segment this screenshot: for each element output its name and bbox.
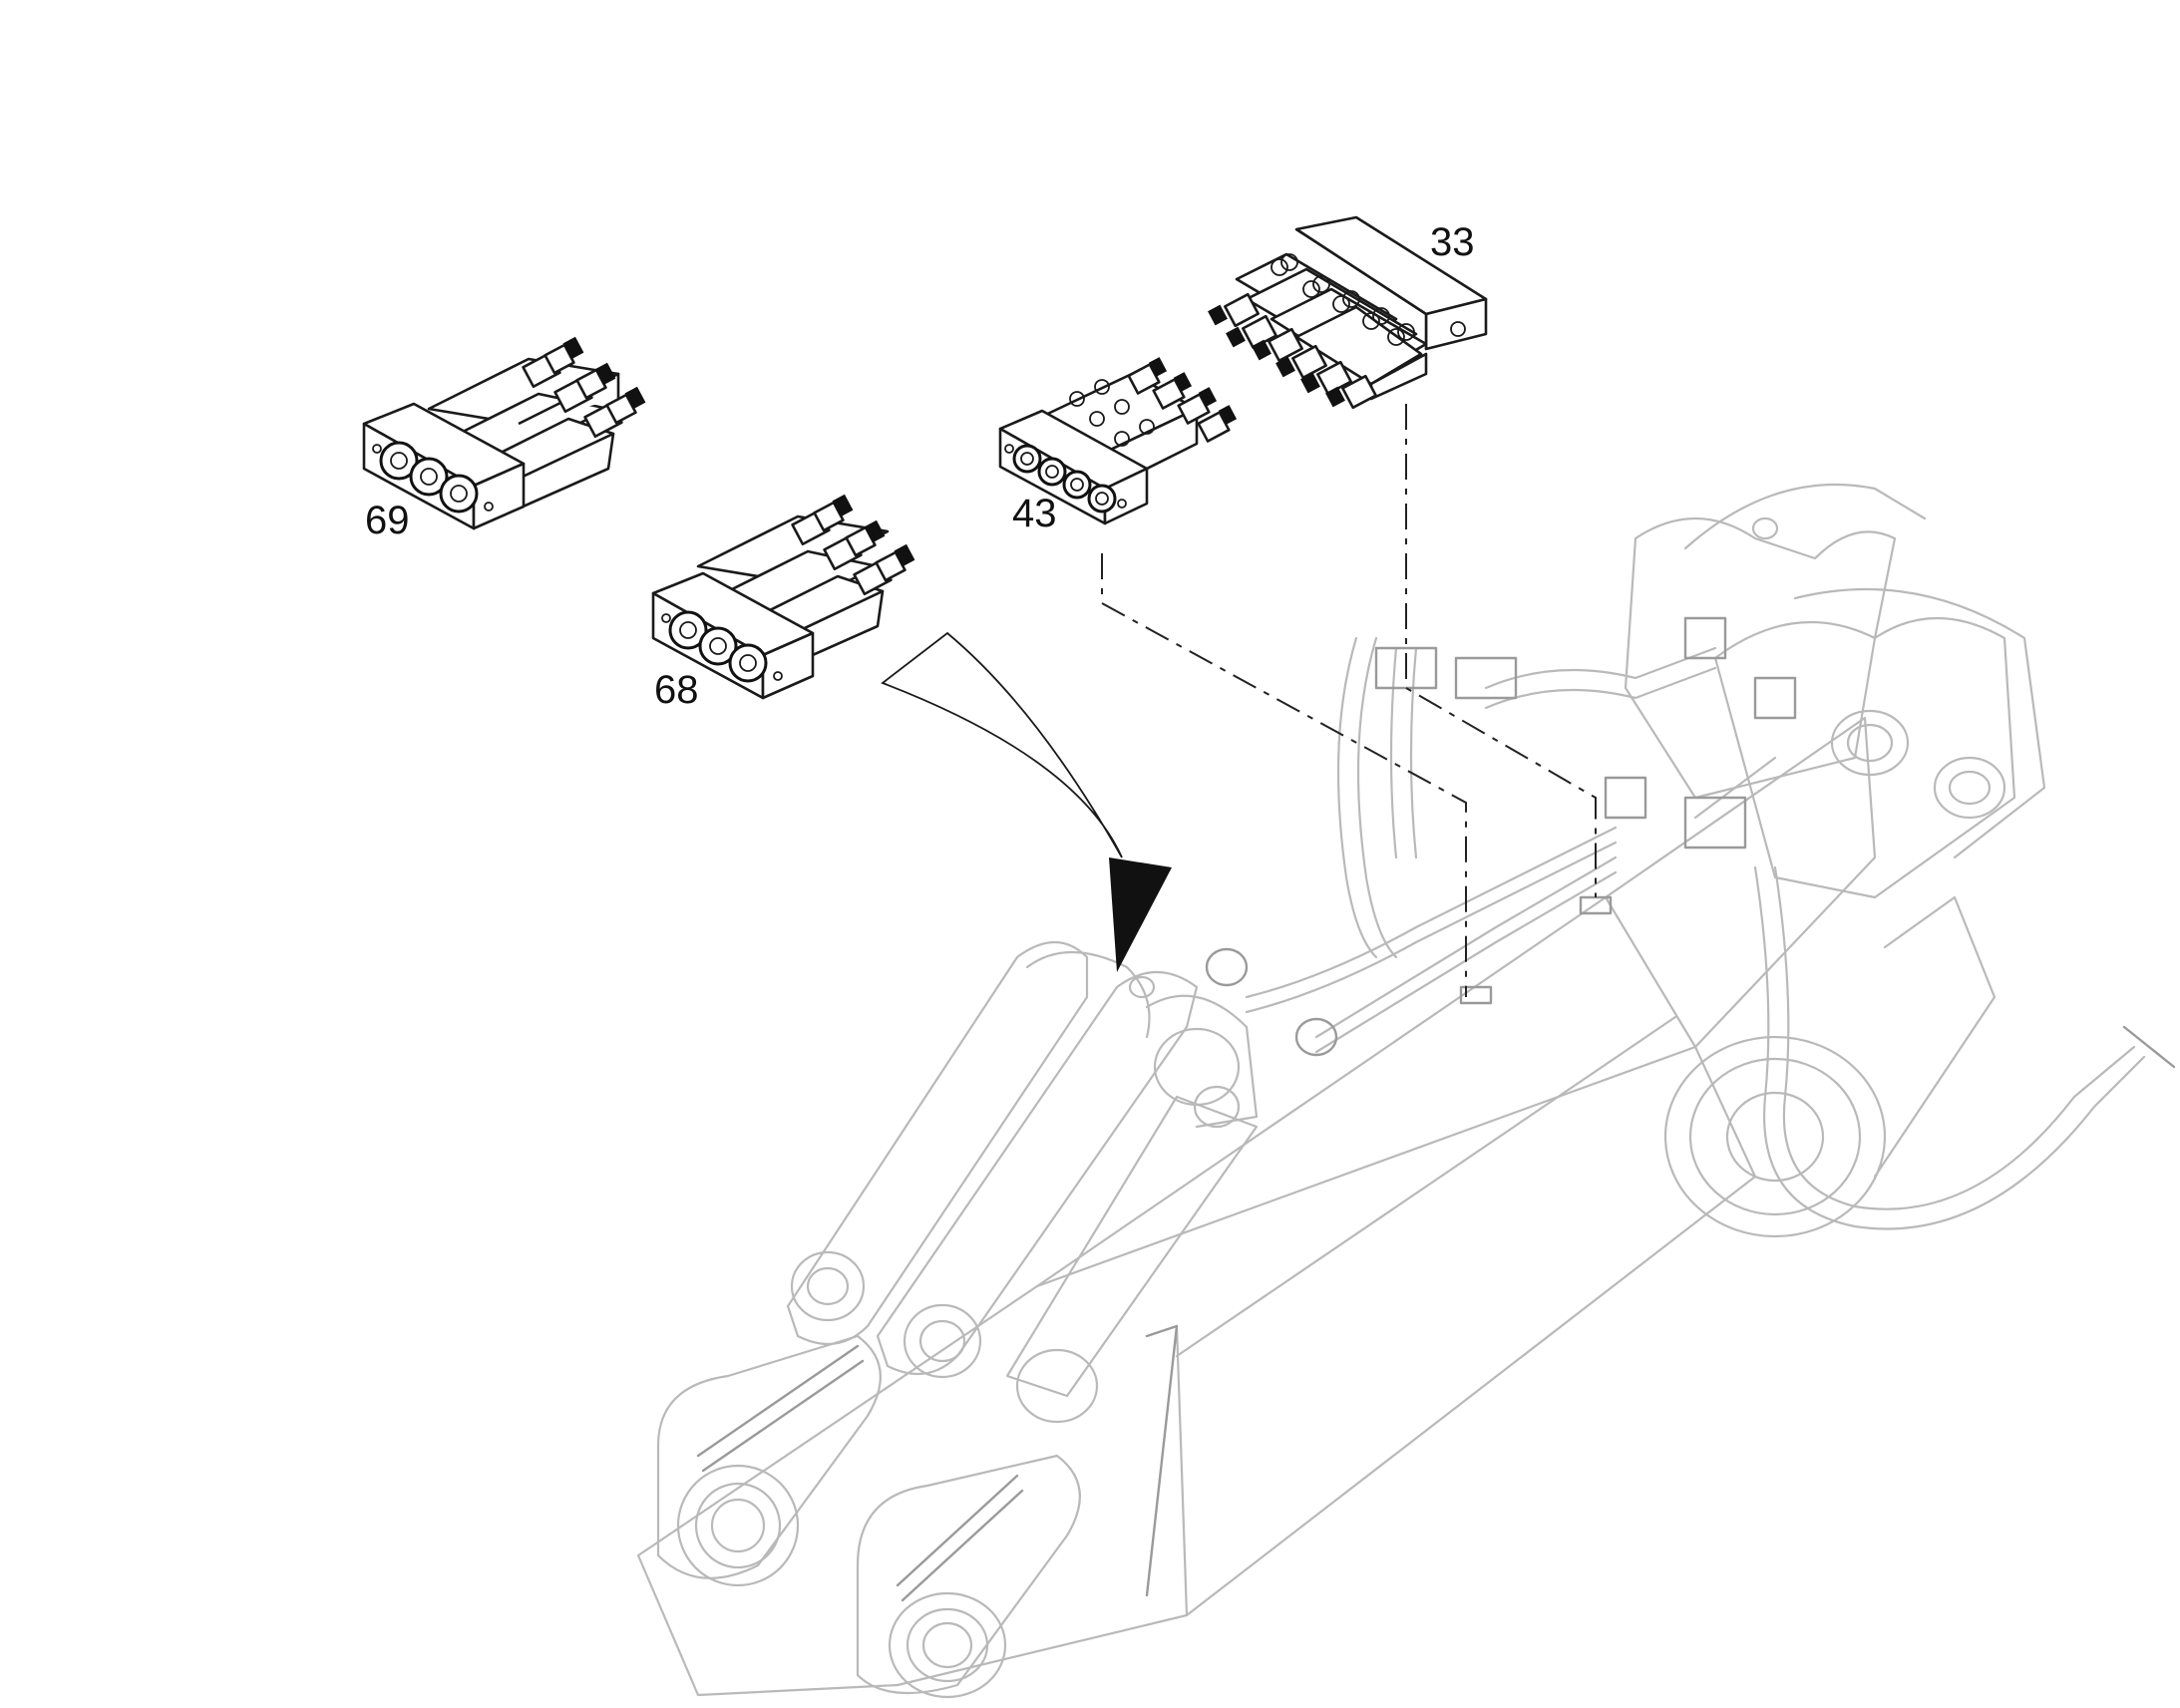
nipple-group-69 (522, 336, 646, 439)
distributor-block-33 (1208, 215, 1488, 410)
callout-69: 69 (365, 499, 410, 542)
distributor-block-68 (651, 494, 915, 700)
distributor-block-43 (998, 357, 1238, 525)
nipple-group-43 (1127, 357, 1238, 443)
leader-lines (1101, 404, 1597, 997)
distributor-block-69 (362, 336, 646, 530)
loader-boom-assembly (636, 483, 2176, 1699)
callout-68: 68 (654, 668, 699, 712)
callout-33: 33 (1430, 220, 1475, 264)
callout-43: 43 (1012, 492, 1057, 535)
nipple-group-68 (791, 494, 915, 596)
mount-location-arrow (881, 631, 1172, 972)
nipple-group-33 (1208, 292, 1377, 410)
